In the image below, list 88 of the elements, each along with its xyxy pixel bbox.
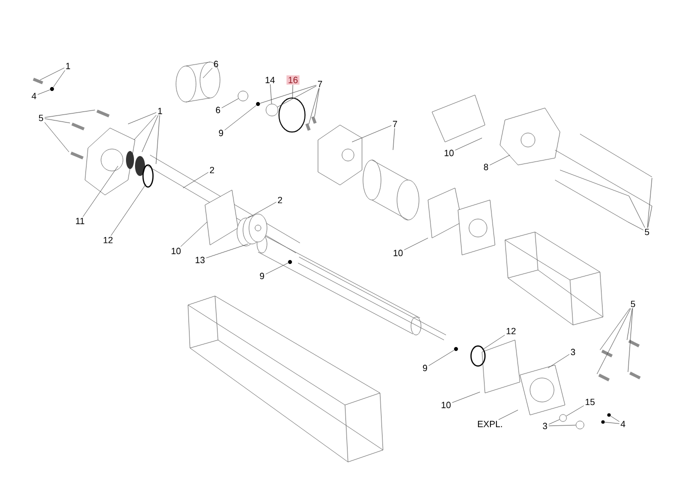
callout-number: 8 — [484, 164, 488, 170]
leader-line — [489, 154, 510, 166]
callout-number: 10 — [172, 248, 181, 254]
callout-number: 10 — [442, 402, 451, 408]
leader-line — [610, 416, 620, 422]
callout-number: 13 — [196, 256, 205, 264]
leader-line — [628, 308, 633, 372]
leader-line — [548, 424, 576, 426]
leader-line — [604, 422, 620, 424]
callout-number: 9 — [422, 364, 428, 372]
callout-number: 12 — [104, 236, 113, 244]
callout-number: 9 — [260, 272, 264, 280]
callout-number: 6 — [214, 60, 218, 68]
leader-line — [156, 115, 160, 164]
callout-number: EXPL. — [478, 420, 502, 428]
leader-line — [53, 70, 66, 88]
ring-part — [576, 420, 584, 430]
leader-line — [221, 98, 239, 108]
callout-number: 12 — [506, 328, 516, 334]
screw-part — [311, 116, 317, 124]
leader-line — [498, 410, 518, 420]
callout-number: 16 — [286, 75, 300, 85]
callout-number: 14 — [266, 76, 275, 84]
screw-part — [305, 123, 311, 131]
leader-line — [628, 222, 644, 230]
leader-line — [628, 196, 646, 228]
callout-number: 1 — [66, 62, 70, 70]
leader-line — [548, 354, 570, 368]
leader-line — [248, 202, 277, 218]
leader-line — [82, 166, 118, 217]
screw-part — [32, 78, 44, 84]
leader-line — [202, 68, 213, 78]
leader-line — [224, 105, 256, 130]
callout-number: 5 — [38, 114, 44, 122]
callout-number: 15 — [586, 398, 595, 406]
ring-part — [238, 90, 248, 102]
leader-line — [44, 118, 70, 124]
leader-line — [292, 84, 294, 98]
callout-number: 10 — [394, 250, 403, 256]
callout-number: 7 — [318, 80, 322, 88]
leader-line — [44, 122, 70, 152]
callout-number: 4 — [32, 92, 36, 100]
leader-line — [277, 86, 317, 108]
leader-line — [260, 84, 317, 104]
callout-number: 7 — [392, 120, 398, 128]
leader-line — [352, 125, 392, 142]
leader-line — [482, 334, 506, 350]
leader-line — [596, 308, 631, 374]
callout-number: 10 — [444, 150, 454, 156]
leader-line — [40, 68, 65, 80]
leader-line — [44, 110, 96, 118]
callout-number: 2 — [278, 196, 282, 204]
leader-line — [648, 206, 652, 228]
leader-line — [142, 115, 158, 152]
leader-line — [566, 405, 584, 416]
leader-line — [206, 244, 248, 258]
leader-line — [308, 88, 320, 124]
ring-part — [559, 414, 567, 422]
callout-number: 3 — [542, 422, 548, 430]
leader-line — [37, 90, 50, 95]
leader-line — [392, 128, 395, 150]
leader-line — [314, 88, 320, 117]
leader-line — [134, 114, 157, 140]
callout-number: 5 — [630, 300, 636, 308]
callout-number: 4 — [620, 420, 626, 428]
leader-line — [265, 262, 288, 274]
leader-line — [404, 238, 428, 250]
leader-line — [128, 112, 157, 124]
callout-number: 6 — [216, 106, 220, 114]
callout-number: 11 — [76, 218, 84, 224]
ring-part — [266, 104, 278, 116]
leader-line — [182, 172, 209, 188]
callout-number: 1 — [158, 108, 162, 114]
leader-line — [180, 222, 208, 247]
leader-line — [626, 308, 632, 340]
leader-line — [600, 308, 630, 350]
leader-line — [647, 178, 652, 228]
leader-line — [454, 138, 482, 150]
leader-line — [110, 184, 146, 236]
callout-number: 5 — [644, 228, 650, 236]
ring-part — [278, 98, 306, 132]
leader-line — [270, 84, 272, 104]
callout-number: 9 — [218, 130, 224, 136]
leader-line — [548, 419, 560, 425]
leader-line — [452, 392, 480, 403]
callout-number: 2 — [210, 166, 214, 174]
leader-line — [428, 350, 454, 366]
callout-number: 3 — [570, 348, 576, 356]
